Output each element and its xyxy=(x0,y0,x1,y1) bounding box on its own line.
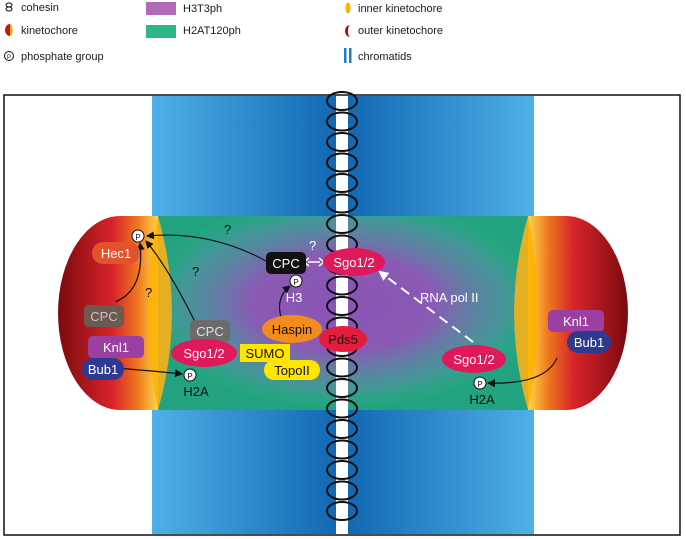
question-mark-3: ? xyxy=(224,222,231,237)
cohesin-ring xyxy=(326,419,358,439)
cohesin-ring xyxy=(326,275,358,296)
haspin-label: Haspin xyxy=(272,322,312,337)
cohesin-ring xyxy=(326,296,358,316)
cohesin-ring xyxy=(326,91,358,111)
haspin-node xyxy=(262,315,322,343)
svg-text:P: P xyxy=(135,233,140,242)
cohesin-ring xyxy=(326,480,358,501)
sgo-left-node xyxy=(171,339,237,367)
outer-kinetochore-icon xyxy=(345,25,350,37)
knl1-left-label: Knl1 xyxy=(103,340,129,355)
question-mark-1: ? xyxy=(145,285,152,300)
knl1-right-node xyxy=(548,310,604,332)
cohesin-ring xyxy=(326,152,358,173)
sgo-right-label: Sgo1/2 xyxy=(453,352,494,367)
legend-cohesin: cohesin xyxy=(21,2,59,14)
arrow-bub1-to-h2a-right xyxy=(487,357,558,388)
cohesin-icon xyxy=(5,2,13,12)
legend-h2at120ph: H2AT120ph xyxy=(183,25,241,37)
knl1-right-label: Knl1 xyxy=(563,314,589,329)
cohesin-ring xyxy=(326,378,358,398)
cohesin-ring xyxy=(326,460,358,480)
phosphate-hec1: P xyxy=(131,229,145,243)
sumo-node xyxy=(240,344,290,362)
bub1-left-node xyxy=(82,358,124,380)
legend-kinetochore: kinetochore xyxy=(21,25,78,37)
h3t3ph-swatch xyxy=(146,2,176,15)
kinetochore-icon xyxy=(5,24,13,36)
arrow-cpccenter-to-hec1 xyxy=(146,231,269,263)
cpc-mid-node xyxy=(190,320,230,342)
legend-h3t3ph: H3T3ph xyxy=(183,3,222,15)
question-mark-2: ? xyxy=(192,264,199,279)
cohesin-ring xyxy=(326,132,358,152)
legend-outer-kinetochore: outer kinetochore xyxy=(358,25,443,37)
bub1-left-label: Bub1 xyxy=(88,362,118,377)
bub1-right-label: Bub1 xyxy=(574,335,604,350)
svg-text:P: P xyxy=(7,55,11,61)
cohesin-ring xyxy=(326,173,358,193)
pds5-node xyxy=(319,326,367,352)
legend-inner-kinetochore: inner kinetochore xyxy=(358,3,442,15)
hec1-node xyxy=(92,242,140,264)
knl1-left-node xyxy=(88,336,144,358)
sgo-right-node xyxy=(442,345,506,373)
svg-text:P: P xyxy=(293,278,298,287)
rna-pol-label: RNA pol II xyxy=(420,290,479,305)
legend-phosphate: phosphate group xyxy=(21,51,104,63)
cpc-mid-label: CPC xyxy=(196,324,223,339)
cohesin-ring xyxy=(326,214,358,234)
cohesin-ring xyxy=(326,398,358,419)
inner-kinetochore-icon xyxy=(345,2,351,14)
arrow-cpcmid-to-hec1 xyxy=(145,240,201,333)
h2a-right-label: H2A xyxy=(469,392,495,407)
legend: cohesin kinetochore P phosphate group H3… xyxy=(4,2,443,63)
svg-text:P: P xyxy=(187,372,192,381)
legend-chromatids: chromatids xyxy=(358,51,412,63)
cohesin-ring xyxy=(326,111,358,132)
cpc-center-node xyxy=(266,252,306,274)
svg-text:P: P xyxy=(477,380,482,389)
topoii-label: TopoII xyxy=(274,363,309,378)
topoii-node xyxy=(264,360,320,380)
cohesin-ring xyxy=(326,193,358,214)
cpc-center-label: CPC xyxy=(272,256,299,271)
h3-label: H3 xyxy=(286,290,303,305)
arrows xyxy=(114,231,558,388)
phosphate-h2a-right: P xyxy=(473,376,487,390)
cpc-left-node xyxy=(84,305,124,327)
sgo-left-label: Sgo1/2 xyxy=(183,346,224,361)
bub1-right-node xyxy=(567,331,611,353)
phosphate-icon: P xyxy=(4,51,14,61)
arrow-cpc-to-hec1 xyxy=(114,242,145,303)
phosphate-h3: P xyxy=(289,274,303,288)
chromatids-icon xyxy=(344,48,352,63)
hec1-label: Hec1 xyxy=(101,246,131,261)
arrow-rnapol-to-sgo xyxy=(378,270,474,343)
sumo-label: SUMO xyxy=(246,346,285,361)
phosphate-h2a-left: P xyxy=(183,368,197,382)
sgo-center-label: Sgo1/2 xyxy=(333,255,374,270)
pds5-label: Pds5 xyxy=(328,332,358,347)
cohesin-ring xyxy=(326,501,358,521)
h2a-left-label: H2A xyxy=(183,384,209,399)
h2at120ph-swatch xyxy=(146,25,176,38)
cpc-left-label: CPC xyxy=(90,309,117,324)
cohesin-ring xyxy=(326,357,358,378)
cohesin-ring xyxy=(326,439,358,460)
sgo-center-node xyxy=(323,248,385,276)
arrow-bub1-to-h2a-left xyxy=(116,367,183,378)
question-mark-4: ? xyxy=(309,238,316,253)
